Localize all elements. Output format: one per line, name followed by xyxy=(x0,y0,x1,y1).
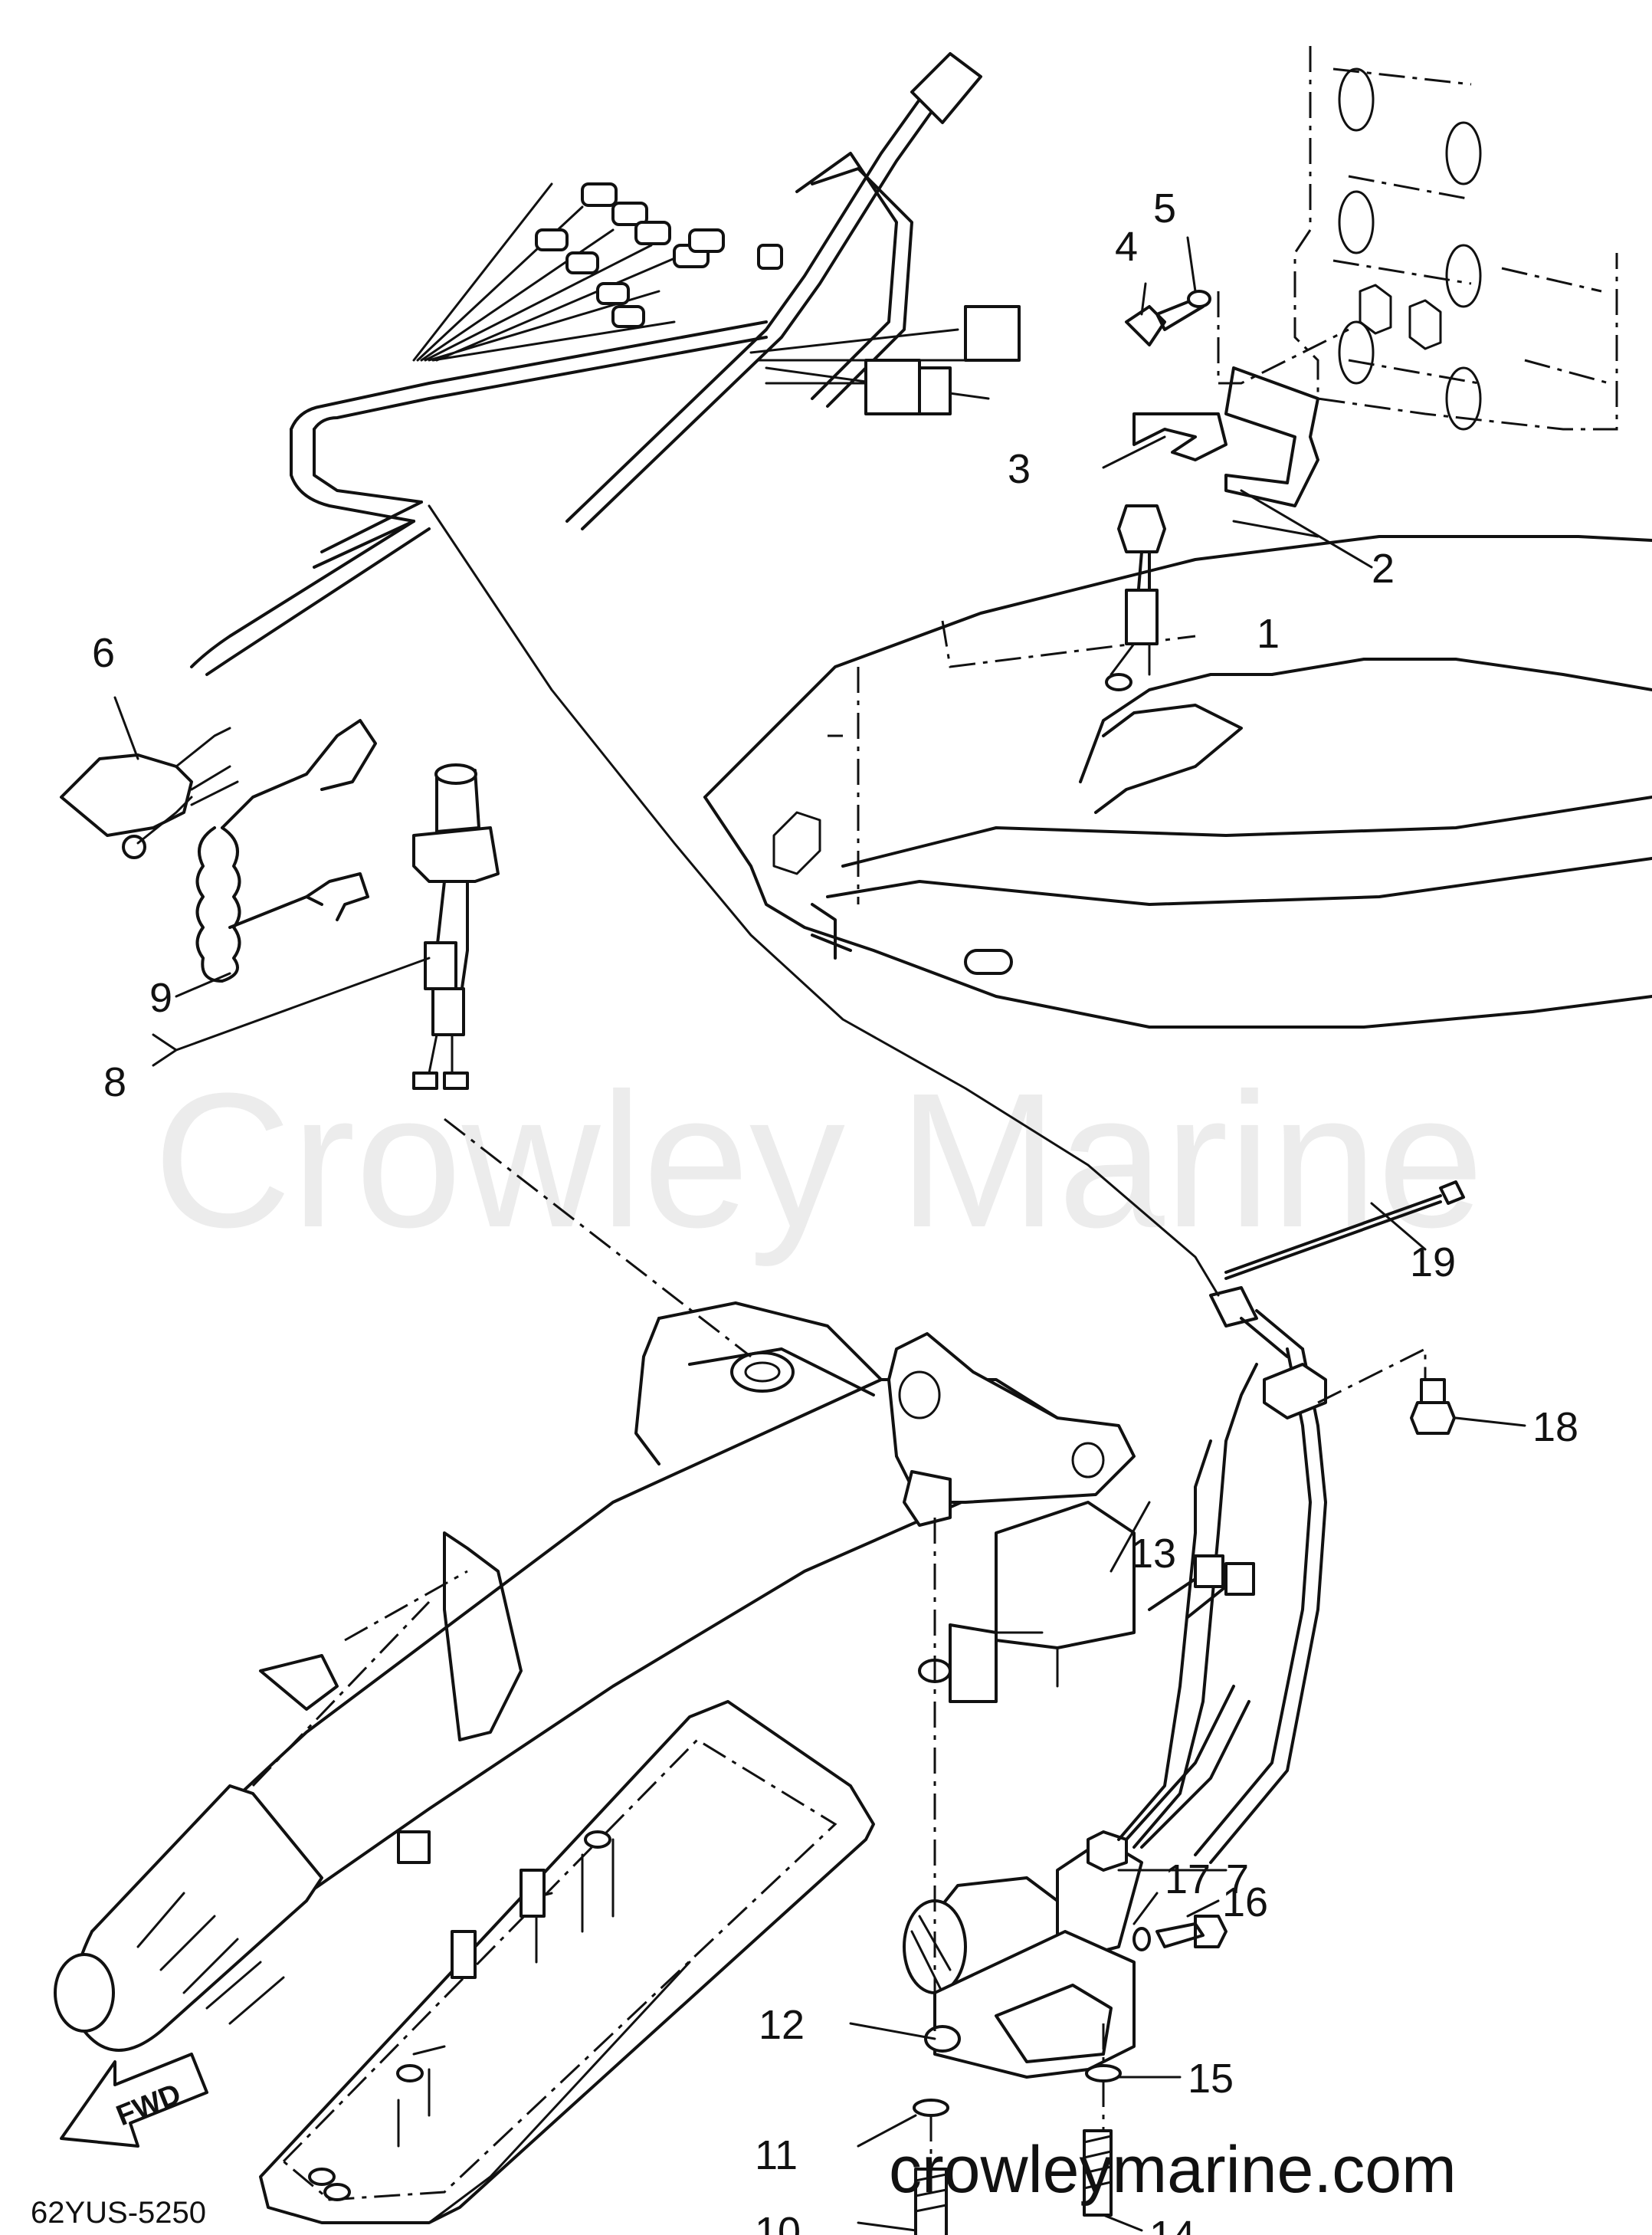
lower-cover-drawing xyxy=(259,1700,875,2224)
switch-cover-13 xyxy=(995,1501,1136,1649)
callout-13: 13 xyxy=(1130,1531,1176,1577)
washer-17 xyxy=(1132,1927,1151,1951)
switch-cable-drawing xyxy=(1194,1286,1327,1864)
leader-lines xyxy=(113,236,1526,2232)
stop-switch-body xyxy=(412,826,500,883)
callout-16: 16 xyxy=(1222,1879,1268,1925)
callout-10: 10 xyxy=(755,2209,801,2235)
callout-18: 18 xyxy=(1532,1404,1578,1450)
callout-17: 17 xyxy=(1165,1856,1211,1902)
connection-lines xyxy=(428,504,1427,2169)
callout-2: 2 xyxy=(1372,546,1395,592)
tiller-handle-drawing xyxy=(54,1301,1136,2052)
cable-clamp xyxy=(1263,1363,1327,1419)
callout-15: 15 xyxy=(1188,2056,1234,2102)
bracket-2 xyxy=(1224,366,1319,507)
callout-4: 4 xyxy=(1115,224,1138,270)
callout-14: 14 xyxy=(1149,2213,1195,2235)
callout-11: 11 xyxy=(755,2132,798,2178)
callout-19: 19 xyxy=(1410,1239,1456,1285)
fwd-arrow-icon xyxy=(60,2053,208,2148)
watermark-text: Crowley Marine xyxy=(153,1053,1484,1267)
callout-5: 5 xyxy=(1153,185,1176,231)
cowling-vent-slot xyxy=(964,949,1013,975)
callout-7: 7 xyxy=(1226,1856,1249,1902)
harness-coupler-b xyxy=(864,359,921,415)
wire-harness-drawing xyxy=(60,52,1021,859)
screw-18 xyxy=(1410,1401,1456,1435)
main-switch-drawing xyxy=(903,1363,1258,2079)
harness-main-connector xyxy=(910,52,982,124)
small-parts-drawing xyxy=(913,290,1465,2235)
cable-tie-19 xyxy=(1224,1194,1442,1280)
callout-1: 1 xyxy=(1257,611,1280,657)
harness-round-connector xyxy=(60,753,193,837)
sensor-1 xyxy=(1117,504,1166,553)
callout-6: 6 xyxy=(92,630,115,676)
callout-9: 9 xyxy=(149,975,172,1021)
callout-labels: 1 2 3 4 5 6 7 8 9 10 11 12 13 14 15 16 1… xyxy=(92,185,1578,2235)
bolt-16 xyxy=(1155,1915,1228,1948)
lanyard-drawing xyxy=(195,719,377,983)
diagram-code: 62YUS-5250 xyxy=(31,2196,206,2230)
harness-coupler-a xyxy=(964,305,1021,362)
screw-10 xyxy=(914,2168,948,2235)
fwd-arrow: FWD xyxy=(60,2053,208,2148)
callout-12: 12 xyxy=(759,2002,805,2048)
tiller-grommet xyxy=(730,1351,795,1393)
plate-3 xyxy=(1132,412,1228,461)
washer-11 xyxy=(913,2099,949,2117)
callout-3: 3 xyxy=(1008,446,1031,492)
stop-switch-drawing xyxy=(412,763,500,1090)
callout-8: 8 xyxy=(103,1059,126,1105)
washer-15 xyxy=(1085,2064,1122,2082)
top-cowling-drawing xyxy=(703,535,1652,1029)
washer-5 xyxy=(1187,290,1211,308)
website-url: crowleymarine.com xyxy=(889,2133,1457,2207)
engine-block-drawing xyxy=(1293,46,1618,431)
